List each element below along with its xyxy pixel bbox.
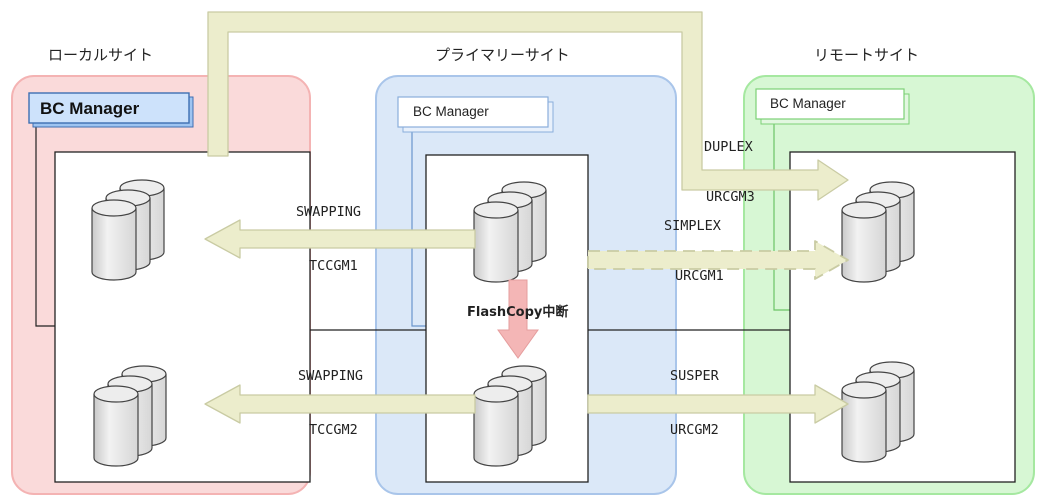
remote-bc-manager-label: BC Manager — [770, 96, 846, 111]
tccgm1-arrow — [204, 219, 476, 259]
duplex-arrow — [207, 11, 849, 201]
ur1-status-label: SIMPLEX — [664, 218, 721, 234]
tc1-status-label: SWAPPING — [296, 204, 362, 220]
local-storage-box — [54, 151, 311, 483]
ur2-status-label: SUSPER — [670, 368, 719, 384]
ur2-group-label: URCGM2 — [670, 422, 719, 438]
ur1-group-label: URCGM1 — [675, 268, 724, 284]
flashcopy-label: FlashCopy中断 — [467, 305, 569, 320]
primary-bc-manager-label: BC Manager — [413, 104, 489, 119]
remote-site-label: リモートサイト — [814, 46, 920, 64]
primary-manager-frame — [411, 126, 426, 327]
ur3-group-label: URCGM3 — [706, 189, 755, 205]
tc2-status-label: SWAPPING — [298, 368, 364, 384]
urcgm2-arrow — [587, 384, 849, 424]
tccgm2-arrow — [204, 384, 476, 424]
local-bc-manager-label: BC Manager — [40, 99, 140, 118]
primary-bc-manager-tab — [397, 96, 554, 133]
remote-bc-manager-tab — [755, 88, 910, 125]
tc2-group-label: TCCGM2 — [309, 422, 358, 438]
urcgm1-arrow — [587, 240, 849, 280]
flashcopy-arrow — [497, 279, 539, 359]
local-manager-frame — [35, 112, 55, 327]
local-bc-manager-tab — [28, 92, 194, 128]
tc1-group-label: TCCGM1 — [309, 258, 358, 274]
primary-site-label: プライマリーサイト — [435, 46, 570, 64]
local-site-label: ローカルサイト — [48, 46, 154, 64]
ur3-status-label: DUPLEX — [704, 139, 753, 155]
